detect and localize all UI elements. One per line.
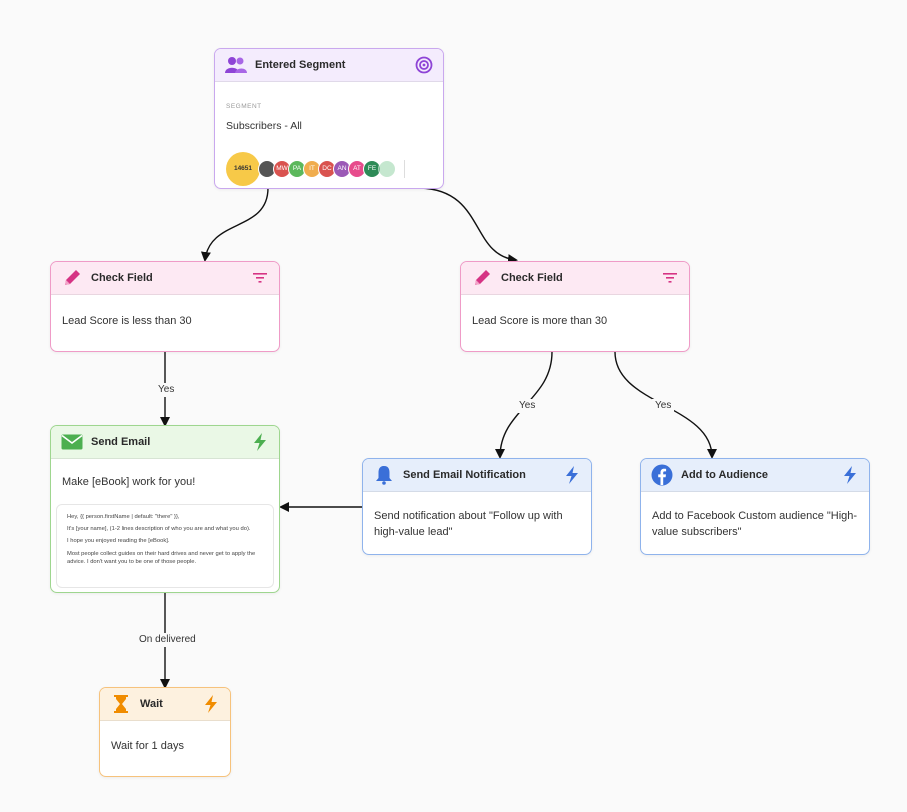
- node-title: Send Email Notification: [403, 469, 526, 481]
- filter-icon[interactable]: [251, 269, 269, 287]
- edge-label-on-delivered: On delivered: [136, 633, 199, 647]
- node-title: Entered Segment: [255, 59, 346, 71]
- segment-label: SEGMENT: [226, 103, 262, 110]
- bolt-icon[interactable]: [563, 466, 581, 484]
- add-to-audience-node[interactable]: Add to Audience Add to Facebook Custom a…: [640, 458, 870, 555]
- node-title: Wait: [140, 698, 163, 710]
- subscriber-count: 14651: [226, 152, 260, 186]
- email-preview-line: Most people collect guides on their hard…: [67, 550, 256, 565]
- filter-icon[interactable]: [661, 269, 679, 287]
- bolt-icon[interactable]: [841, 466, 859, 484]
- email-preview-line: It's [your name], (1-2 lines description…: [67, 526, 251, 533]
- edge-segment-to-check-left: [200, 187, 269, 262]
- node-title: Check Field: [501, 272, 563, 284]
- audience-description: Add to Facebook Custom audience "High-va…: [652, 510, 858, 538]
- avatar[interactable]: [378, 160, 396, 178]
- wait-node[interactable]: Wait Wait for 1 days: [99, 687, 231, 777]
- users-icon: [225, 54, 247, 76]
- edge-segment-to-check-right: [419, 187, 518, 265]
- check-field-node-left[interactable]: Check Field Lead Score is less than 30: [50, 261, 280, 352]
- envelope-icon: [61, 431, 83, 453]
- divider: [404, 160, 405, 178]
- entered-segment-node[interactable]: Entered Segment SEGMENT Subscribers - Al…: [214, 48, 444, 189]
- pencil-icon: [471, 267, 493, 289]
- edge-label-yes: Yes: [155, 383, 178, 397]
- bolt-icon[interactable]: [251, 433, 269, 451]
- bolt-icon[interactable]: [202, 695, 220, 713]
- node-title: Send Email: [91, 436, 151, 448]
- check-field-condition: Lead Score is less than 30: [62, 315, 192, 327]
- pencil-icon: [61, 267, 83, 289]
- facebook-icon: [651, 464, 673, 486]
- email-preview-line: I hope you enjoyed reading the [eBook].: [67, 538, 170, 545]
- node-title: Check Field: [91, 272, 153, 284]
- wait-description: Wait for 1 days: [111, 740, 184, 752]
- send-email-notification-node[interactable]: Send Email Notification Send notificatio…: [362, 458, 592, 555]
- edge-label-yes: Yes: [652, 399, 675, 413]
- segment-value: Subscribers - All: [226, 120, 302, 132]
- target-icon[interactable]: [415, 56, 433, 74]
- email-subject: Make [eBook] work for you!: [62, 476, 196, 488]
- hourglass-icon: [110, 693, 132, 715]
- email-preview[interactable]: Hey, {{ person.firstName | default: "the…: [56, 504, 274, 588]
- check-field-condition: Lead Score is more than 30: [472, 315, 608, 327]
- edge-label-yes: Yes: [516, 399, 539, 413]
- notification-description: Send notification about "Follow up with …: [374, 510, 563, 538]
- check-field-node-right[interactable]: Check Field Lead Score is more than 30: [460, 261, 690, 352]
- bell-icon: [373, 464, 395, 486]
- send-email-node[interactable]: Send Email Make [eBook] work for you! He…: [50, 425, 280, 593]
- node-title: Add to Audience: [681, 469, 768, 481]
- email-preview-line: Hey, {{ person.firstName | default: "the…: [67, 514, 180, 520]
